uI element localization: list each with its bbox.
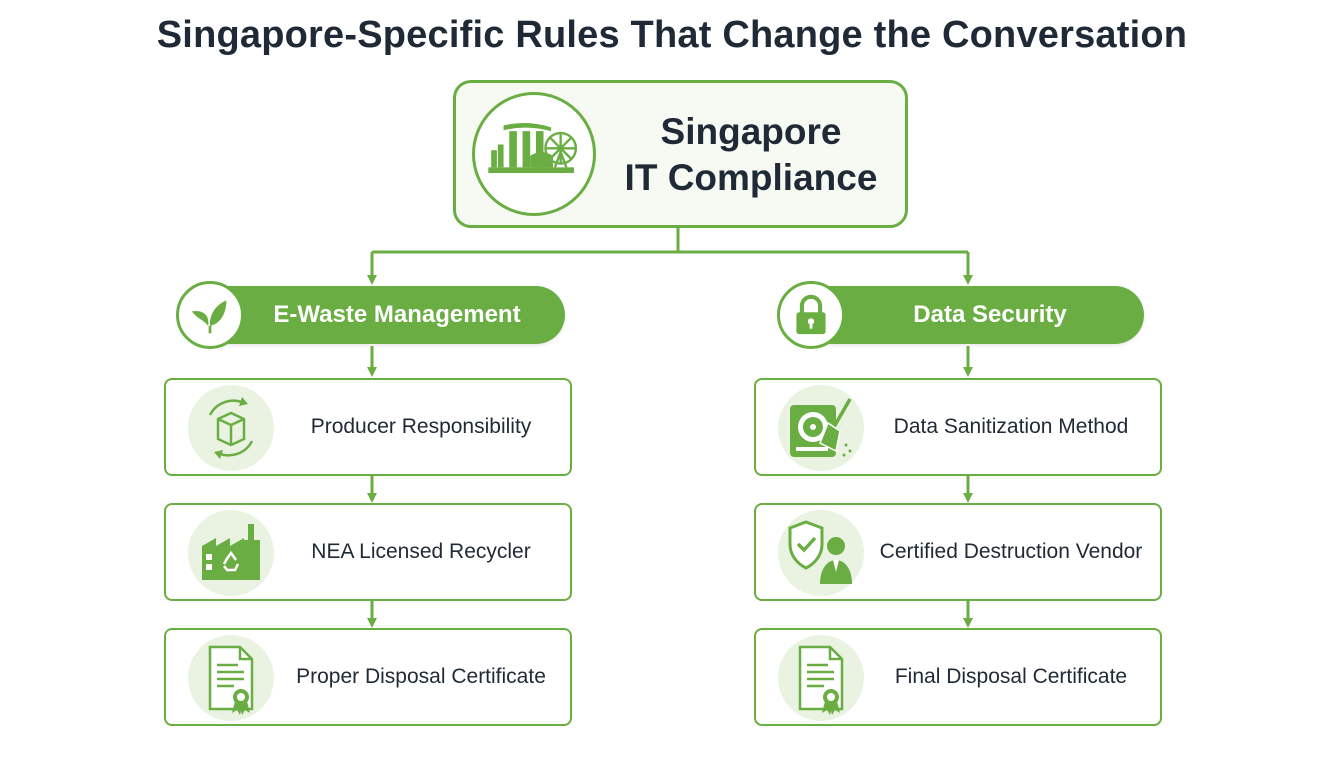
branch-data-security-header: Data Security <box>777 281 1144 349</box>
certificate-icon <box>188 635 274 721</box>
recycle-box-icon <box>188 385 274 471</box>
card-final-disposal-certificate: Final Disposal Certificate <box>754 628 1162 726</box>
root-title-line-2: IT Compliance <box>624 157 878 198</box>
branch-ewaste-header: E-Waste Management <box>176 281 565 349</box>
card-data-sanitization-method-label: Data Sanitization Method <box>893 415 1129 438</box>
card-certified-destruction-vendor: Certified Destruction Vendor <box>754 503 1162 601</box>
card-data-sanitization-method: Data Sanitization Method <box>754 378 1162 476</box>
card-producer-responsibility: Producer Responsibility <box>164 378 572 476</box>
card-proper-disposal-certificate-label: Proper Disposal Certificate <box>296 665 546 688</box>
padlock-icon <box>777 281 845 349</box>
diagram-title: Singapore-Specific Rules That Change the… <box>156 14 1188 56</box>
card-proper-disposal-certificate: Proper Disposal Certificate <box>164 628 572 726</box>
branch-data-security-label: Data Security <box>913 301 1067 328</box>
branch-ewaste-label: E-Waste Management <box>273 301 521 328</box>
hard-drive-broom-icon <box>778 385 864 471</box>
certificate-icon <box>778 635 864 721</box>
singapore-skyline-icon <box>472 92 596 216</box>
card-certified-destruction-vendor-label: Certified Destruction Vendor <box>879 540 1143 563</box>
root-title: Singapore IT Compliance <box>606 109 896 201</box>
card-final-disposal-certificate-label: Final Disposal Certificate <box>894 665 1128 688</box>
leaf-icon <box>176 281 244 349</box>
shield-person-icon <box>778 510 864 596</box>
card-nea-licensed-recycler: NEA Licensed Recycler <box>164 503 572 601</box>
root-node: Singapore IT Compliance <box>453 80 908 228</box>
card-producer-responsibility-label: Producer Responsibility <box>310 415 532 438</box>
recycling-factory-icon <box>188 510 274 596</box>
card-nea-licensed-recycler-label: NEA Licensed Recycler <box>311 540 531 563</box>
root-title-line-1: Singapore <box>660 111 842 152</box>
